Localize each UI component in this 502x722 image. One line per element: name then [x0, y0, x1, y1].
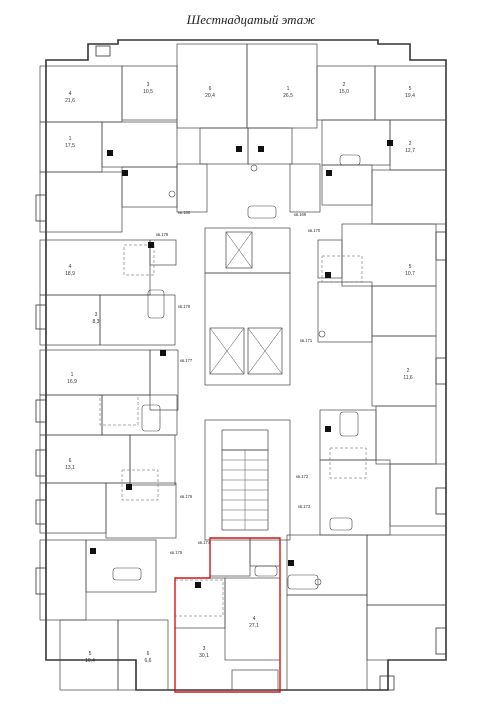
room-area: 10,7: [405, 271, 415, 277]
room-area: 15,0: [339, 89, 349, 95]
apartment-label: кв.175: [170, 550, 183, 555]
apartment-label: кв.176: [180, 494, 193, 499]
room-area: 27,1: [249, 623, 259, 629]
balconies: [35, 45, 447, 691]
room-number: 4: [253, 616, 256, 622]
apartment-label: кв.170: [308, 228, 321, 233]
room-area: 21,6: [65, 98, 75, 104]
room-area: 30,1: [199, 653, 209, 659]
room-area: 11,6: [403, 375, 413, 381]
room-area: 26,5: [283, 93, 293, 99]
room-number: 6: [147, 651, 150, 657]
room-number: 3: [147, 82, 150, 88]
room-number: 2: [407, 368, 410, 374]
dashed-zones: [99, 244, 367, 617]
room-area: 17,5: [65, 143, 75, 149]
room-number: 4: [69, 264, 72, 270]
room-number: 6: [209, 86, 212, 92]
room-labels: 1 26,5 2 15,0 3 10,5 4 18,9 5 10,7 6 20,…: [65, 82, 415, 664]
apartment-label: кв.171: [300, 338, 313, 343]
room-area: 16,9: [67, 379, 77, 385]
room-area: 10,5: [143, 89, 153, 95]
floor-title: Шестнадцатый этаж: [186, 12, 316, 27]
apartment-label: кв.178: [178, 304, 191, 309]
room-area: 18,9: [65, 271, 75, 277]
room-number: 3: [203, 646, 206, 652]
room-number: 3: [95, 312, 98, 318]
room-number: 2: [409, 141, 412, 147]
elevator-shafts: [209, 231, 283, 375]
room-area: 12,7: [405, 148, 415, 154]
apartment-label: кв.180: [178, 210, 191, 215]
room-area: 20,4: [205, 93, 215, 99]
room-number: 5: [409, 264, 412, 270]
room-number: 2: [343, 82, 346, 88]
apartment-label: кв.172: [296, 474, 309, 479]
apartment-label: кв.173: [298, 504, 311, 509]
apartment-label: кв.169: [294, 212, 307, 217]
bathtub-fixtures: [112, 154, 361, 590]
kitchen-stoves: [90, 140, 393, 588]
room-area: 10,4: [85, 658, 95, 664]
apartment-label: кв.174: [198, 540, 211, 545]
room-number: 1: [71, 372, 74, 378]
room-number: 5: [89, 651, 92, 657]
apartment-labels: кв.180 кв.179 кв.178 кв.177 кв.176 кв.17…: [156, 210, 321, 555]
apartment-label: кв.177: [180, 358, 193, 363]
interior-walls: [39, 43, 447, 691]
room-number: 5: [409, 86, 412, 92]
apartment-label: кв.179: [156, 232, 169, 237]
room-number: 1: [69, 136, 72, 142]
room-number: 1: [287, 86, 290, 92]
room-number: 6: [69, 458, 72, 464]
room-area: 6,6: [145, 658, 152, 664]
room-area: 19,4: [405, 93, 415, 99]
staircase: [222, 450, 268, 530]
room-area: 13,1: [65, 465, 75, 471]
building-outline: [45, 39, 447, 691]
highlighted-apartment-outline: [174, 537, 281, 693]
room-number: 4: [69, 91, 72, 97]
room-area: 8,3: [93, 319, 100, 325]
